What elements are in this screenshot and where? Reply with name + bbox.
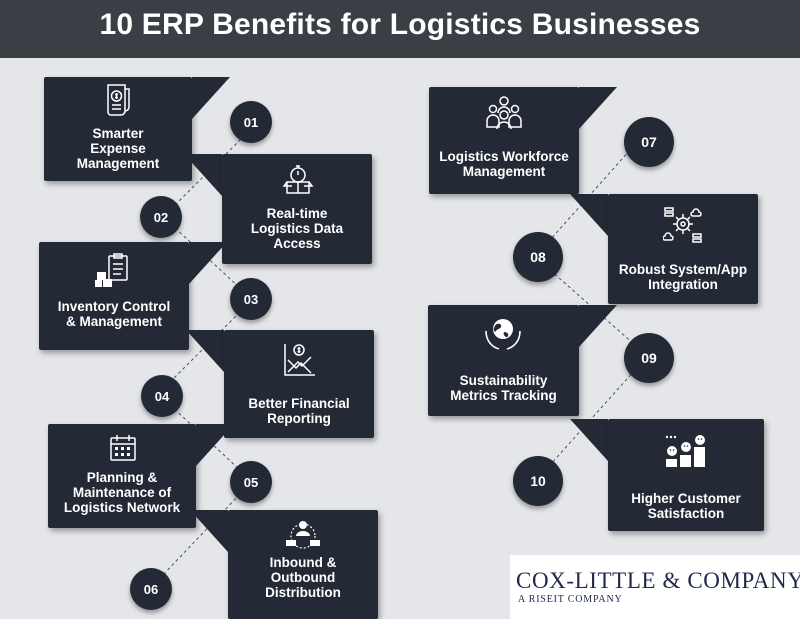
card-tab [186, 330, 224, 372]
company-logo: COX-LITTLE & COMPANY A RISEIT COMPANY [510, 555, 800, 619]
benefit-number-10: 10 [513, 456, 563, 506]
benefit-label: Sustainability Metrics Tracking [450, 373, 557, 403]
benefit-label: Smarter Expense Management [76, 126, 160, 171]
benefit-label: Robust System/App Integration [618, 262, 748, 292]
benefit-card-05: Planning & Maintenance of Logistics Netw… [48, 424, 196, 528]
team-icon [484, 95, 524, 136]
benefit-label: Real-time Logistics Data Access [250, 206, 344, 251]
benefit-card-02: Real-time Logistics Data Access [222, 154, 372, 264]
benefit-card-09: Sustainability Metrics Tracking [428, 305, 579, 416]
benefit-label: Planning & Maintenance of Logistics Netw… [63, 470, 181, 515]
benefit-number-01: 01 [230, 101, 272, 143]
calendar-icon [109, 434, 137, 467]
logo-tagline: A RISEIT COMPANY [518, 594, 623, 605]
benefit-card-06: Inbound & Outbound Distribution [228, 510, 378, 619]
integration-gear-icon [662, 204, 703, 249]
card-tab [190, 510, 228, 552]
card-tab [570, 194, 608, 236]
card-tab [579, 305, 617, 347]
card-tab [184, 154, 222, 196]
customer-faces-icon [664, 433, 706, 474]
logo-name: COX-LITTLE & COMPANY [516, 568, 800, 593]
receipt-dollar-icon [104, 83, 132, 122]
benefit-card-03: Inventory Control & Management [39, 242, 189, 350]
card-tab [570, 419, 608, 461]
chart-dollar-icon [282, 342, 316, 383]
page-title: 10 ERP Benefits for Logistics Businesses [99, 8, 701, 41]
benefit-number-06: 06 [130, 568, 172, 610]
benefit-card-04: Better Financial Reporting [224, 330, 374, 438]
card-tab [192, 77, 230, 119]
card-tab [189, 242, 227, 284]
benefit-card-07: Logistics Workforce Management [429, 87, 579, 194]
benefit-label: Better Financial Reporting [248, 396, 350, 426]
benefit-number-04: 04 [141, 375, 183, 417]
title-bar [0, 0, 800, 58]
benefit-label: Higher Customer Satisfaction [631, 491, 741, 521]
stopwatch-box-icon [282, 164, 314, 201]
benefit-label: Inbound & Outbound Distribution [265, 555, 341, 600]
card-tab [579, 87, 617, 129]
benefit-card-10: Higher Customer Satisfaction [608, 419, 764, 531]
benefit-number-03: 03 [230, 278, 272, 320]
hands-globe-icon [483, 317, 523, 358]
benefit-label: Inventory Control & Management [57, 299, 171, 329]
card-tab [196, 424, 234, 466]
benefit-label: Logistics Workforce Management [439, 149, 569, 179]
benefit-number-07: 07 [624, 117, 674, 167]
benefit-card-08: Robust System/App Integration [608, 194, 758, 304]
benefit-number-05: 05 [230, 461, 272, 503]
distribution-trucks-icon [284, 520, 322, 555]
clipboard-boxes-icon [95, 252, 131, 293]
benefit-number-02: 02 [140, 196, 182, 238]
benefit-card-01: Smarter Expense Management [44, 77, 192, 181]
benefit-number-09: 09 [624, 333, 674, 383]
benefit-number-08: 08 [513, 232, 563, 282]
